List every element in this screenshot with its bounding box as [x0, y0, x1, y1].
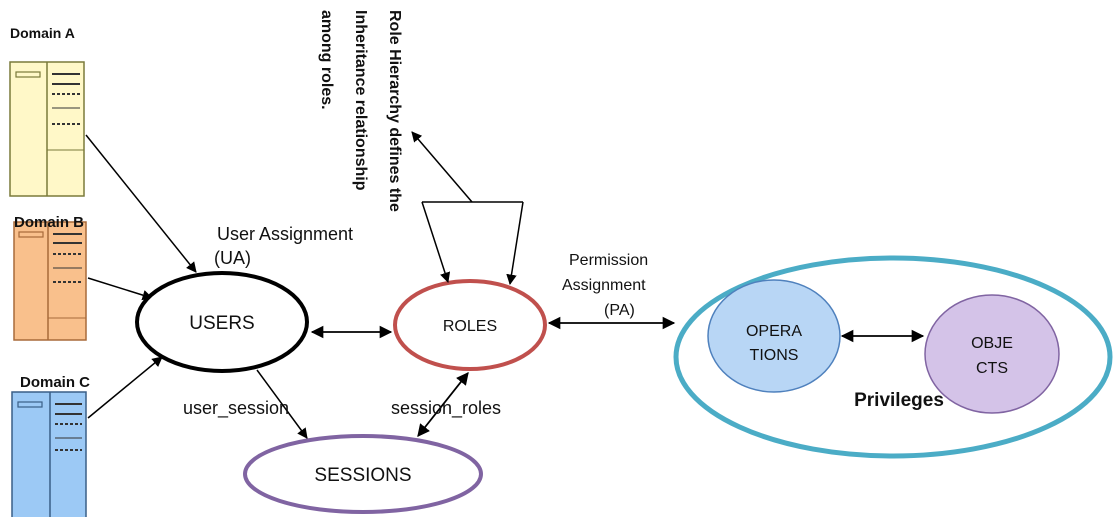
role-hierarchy-note-line1: Role Hierarchy defines the [386, 10, 403, 212]
domain-a-label: Domain A [10, 25, 75, 41]
objects-label-line2: CTS [976, 360, 1008, 377]
permission-assignment-label-2: Assignment [562, 277, 646, 294]
role-hierarchy-note-line2: Inheritance relationship [352, 10, 369, 191]
operations-label-line1: OPERA [746, 323, 802, 340]
role-hierarchy-note-line3: among roles. [318, 10, 335, 110]
domain-c-to-users-arrow [87, 356, 163, 419]
privileges-label: Privileges [854, 390, 944, 411]
domain-b-server-icon [13, 221, 87, 341]
user-assignment-label: User Assignment [217, 224, 353, 244]
objects-node [924, 294, 1060, 414]
roles-node [393, 279, 547, 371]
sessions-roles-arrow [417, 372, 469, 437]
objects-label-line1: OBJE [971, 335, 1013, 352]
users-label: USERS [189, 313, 254, 334]
operations-label-line2: TIONS [750, 347, 799, 364]
operations-node [707, 279, 841, 393]
domain-c-server-icon [11, 391, 87, 517]
sessions-label: SESSIONS [314, 465, 411, 486]
domain-b-to-users-arrow [87, 277, 154, 301]
role-hierarchy-loop [411, 131, 524, 286]
users-node [135, 271, 309, 373]
domain-a-server-icon [9, 61, 85, 197]
session-roles-label: session_roles [391, 398, 501, 419]
user-session-label: user_session [183, 398, 289, 419]
roles-label: ROLES [443, 318, 497, 335]
domain-a-to-users-arrow [85, 134, 197, 273]
domain-b-label: Domain B [14, 214, 84, 231]
domain-c-label: Domain C [20, 374, 90, 391]
sessions-node [243, 434, 483, 514]
permission-assignment-label: Permission [569, 252, 648, 269]
permission-assignment-abbrev: (PA) [604, 302, 635, 319]
users-sessions-arrow [256, 369, 308, 439]
role-hierarchy-note: Role Hierarchy defines the Inheritance r… [318, 10, 403, 212]
user-assignment-abbrev: (UA) [214, 248, 251, 268]
